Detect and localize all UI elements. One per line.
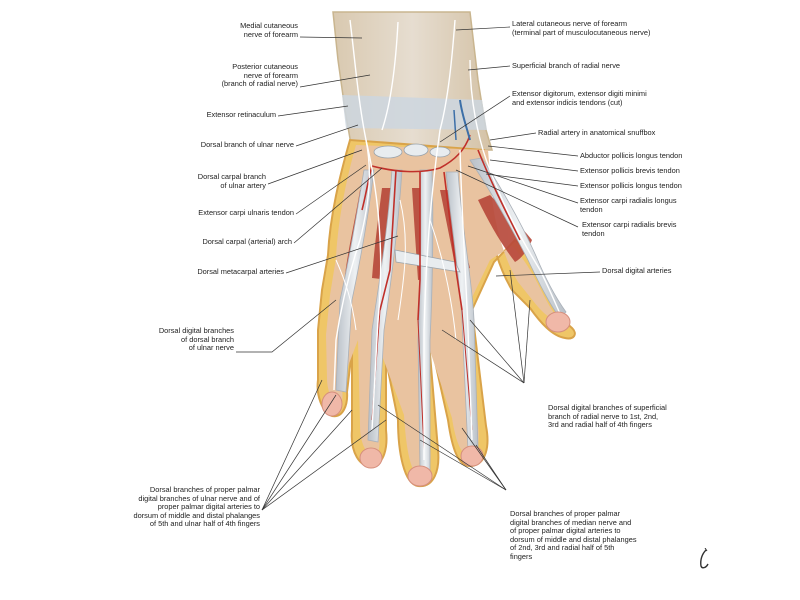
label-ecrb-tendon: Extensor carpi radialis brevis tendon [582,220,677,238]
leader-dorsal-branches-proper-median-1 [377,404,507,491]
leader-dorsal-metacarpal [285,235,399,274]
label-extensor-retinaculum: Extensor retinaculum [206,110,276,119]
label-dorsal-branches-proper-ulnar: Dorsal branches of proper palmar digital… [133,485,260,529]
label-dorsal-digital-branches-ulnar: Dorsal digital branches of dorsal branch… [158,326,234,353]
leader-ecu-tendon [295,164,367,215]
leader-radial-artery [489,132,537,141]
label-dorsal-metacarpal-arteries: Dorsal metacarpal arteries [197,267,284,276]
label-medial-cutaneous-nerve: Medial cutaneous nerve of forearm [240,21,298,39]
leader-dorsal-carpal-arch [293,167,383,244]
extensor-retinaculum-band [342,95,487,130]
fingernails [321,311,571,487]
label-epb-tendon: Extensor pollicis brevis tendon [580,166,680,175]
label-epl-tendon: Extensor pollicis longus tendon [580,181,682,190]
leader-dorsal-branches-proper-ulnar-1 [261,379,323,511]
leader-epb-tendon [489,159,579,172]
leader-ecrb-tendon [455,169,579,228]
leader-epl-tendon [485,173,579,187]
label-dorsal-carpal-arch: Dorsal carpal (arterial) arch [202,237,292,246]
veins [453,99,471,141]
signature-mark [700,548,709,569]
leader-medial-cutaneous [299,36,363,39]
leader-lateral-cutaneous [455,26,511,31]
label-lateral-cutaneous-nerve: Lateral cutaneous nerve of forearm (term… [512,19,651,37]
label-dorsal-digital-arteries: Dorsal digital arteries [602,266,672,275]
label-posterior-cutaneous-nerve: Posterior cutaneous nerve of forearm (br… [221,62,298,89]
leader-dorsal-digital-ulnar [236,299,337,353]
label-radial-artery-snuffbox: Radial artery in anatomical snuffbox [538,128,656,137]
label-dorsal-branches-proper-median: Dorsal branches of proper palmar digital… [510,509,637,561]
label-superficial-branch-radial: Superficial branch of radial nerve [512,61,621,70]
leader-ecrl-tendon [467,165,579,204]
leader-extensor-digitorum [439,95,511,143]
label-ecrl-tendon: Extensor carpi radialis longus tendon [580,196,677,214]
label-apl-tendon: Abductor pollicis longus tendon [580,151,683,160]
leader-posterior-cutaneous [299,74,371,88]
label-extensor-digitorum-tendons: Extensor digitorum, extensor digiti mini… [512,89,647,107]
leader-superficial-radial [467,65,511,71]
label-dorsal-digital-superficial-radial: Dorsal digital branches of superficial b… [548,403,667,430]
leader-apl-tendon [487,145,579,157]
leader-dorsal-branch-ulnar [295,124,359,147]
nerves [333,19,563,460]
leader-dorsal-digital-radial-1 [441,329,525,384]
label-dorsal-branch-ulnar-nerve: Dorsal branch of ulnar nerve [200,140,294,149]
leader-dorsal-digital-arteries [495,271,601,277]
label-ecu-tendon: Extensor carpi ulnaris tendon [198,208,294,217]
leader-lines [236,26,601,511]
leader-extensor-retinaculum [277,105,349,117]
leader-dorsal-carpal-branch [267,149,363,185]
label-dorsal-carpal-branch: Dorsal carpal branch of ulnar artery [197,172,266,190]
